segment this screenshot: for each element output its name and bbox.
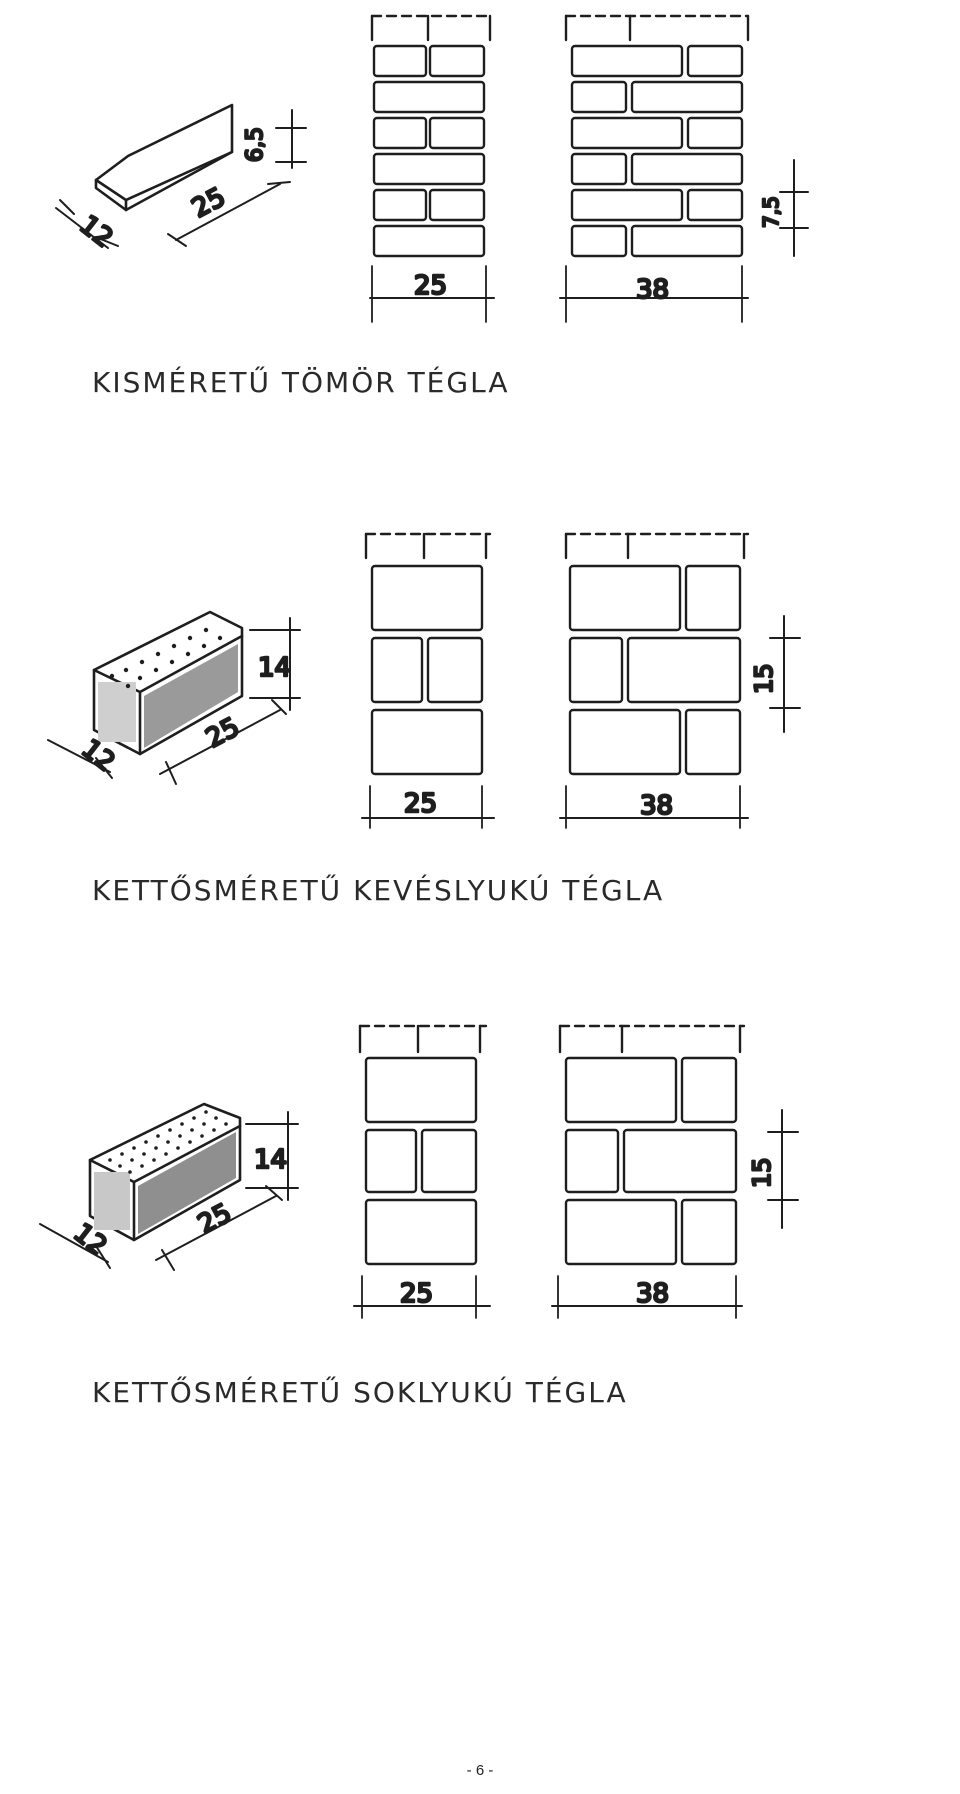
brick-dimension-lines bbox=[39, 1111, 299, 1271]
wall-25-width-label: 25 bbox=[400, 1279, 433, 1309]
section-few-hole-brick: 12 25 14 25 38 15 KETTŐSMÉRETŰ KEVÉSLYUK… bbox=[0, 500, 960, 940]
wall-38-width-label: 38 bbox=[636, 275, 669, 305]
wall-25-width-label: 25 bbox=[414, 271, 447, 301]
brick-height-label: 14 bbox=[258, 653, 291, 683]
brick-many-hole-isometric bbox=[88, 1102, 242, 1242]
diagram-few-hole-brick: 12 25 14 25 38 15 bbox=[47, 532, 801, 829]
wall-38-course-label: 15 bbox=[748, 1157, 776, 1188]
section-many-hole-brick: 12 25 14 25 38 15 KETTŐSMÉRETŰ SOKLYUKÚ … bbox=[0, 1000, 960, 1420]
brick-length-label: 25 bbox=[187, 182, 230, 224]
diagram-solid-brick: 12 25 6,5 25 38 7,5 bbox=[55, 14, 809, 323]
brick-few-hole-isometric bbox=[92, 610, 244, 756]
section-solid-brick: 12 25 6,5 25 38 7,5 KISMÉRETŰ TÖMÖR TÉGL… bbox=[0, 0, 960, 460]
brick-height-label: 14 bbox=[254, 1145, 287, 1175]
wall-25cm-elevation bbox=[361, 532, 495, 829]
caption-many-hole-brick: KETTŐSMÉRETŰ SOKLYUKÚ TÉGLA bbox=[92, 1376, 628, 1409]
caption-solid-brick: KISMÉRETŰ TÖMÖR TÉGLA bbox=[92, 366, 510, 399]
wall-25-width-label: 25 bbox=[404, 789, 437, 819]
wall-25cm-elevation bbox=[369, 14, 495, 323]
brick-height-label: 6,5 bbox=[243, 127, 268, 162]
wall-38-width-label: 38 bbox=[640, 791, 673, 821]
wall-38-course-label: 7,5 bbox=[759, 196, 783, 228]
wall-38cm-elevation bbox=[551, 1024, 799, 1319]
brick-solid-isometric bbox=[94, 103, 234, 212]
brick-length-label: 25 bbox=[193, 1198, 236, 1240]
brick-dimension-lines bbox=[55, 109, 307, 249]
wall-38cm-elevation bbox=[559, 532, 801, 829]
brick-width-label: 12 bbox=[74, 210, 119, 254]
caption-few-hole-brick: KETTŐSMÉRETŰ KEVÉSLYUKÚ TÉGLA bbox=[92, 874, 665, 907]
diagram-many-hole-brick: 12 25 14 25 38 15 bbox=[39, 1024, 799, 1319]
wall-25cm-elevation bbox=[353, 1024, 491, 1319]
brick-dimension-lines bbox=[47, 617, 301, 785]
wall-38cm-elevation bbox=[559, 14, 809, 323]
wall-38-course-label: 15 bbox=[750, 663, 778, 694]
wall-38-width-label: 38 bbox=[636, 1279, 669, 1309]
page-number: - 6 - bbox=[466, 1762, 494, 1779]
